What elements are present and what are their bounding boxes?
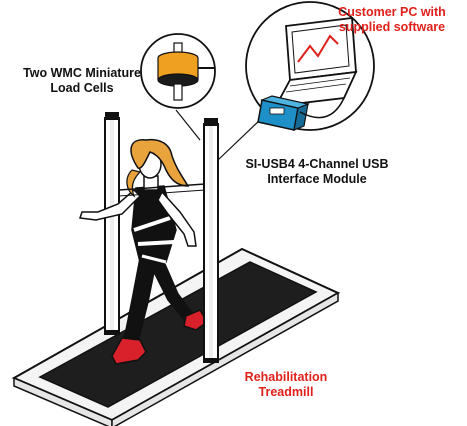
customer-pc-label-line1: Customer PC with xyxy=(338,5,446,19)
treadmill-label: Rehabilitation Treadmill xyxy=(222,370,350,400)
patient-figure xyxy=(78,138,208,365)
pc-callout xyxy=(217,1,375,161)
customer-pc-label: Customer PC with supplied software xyxy=(318,5,466,35)
treadmill xyxy=(11,247,341,426)
load-cell-callout xyxy=(140,33,216,141)
usb-module-label: SI-USB4 4-Channel USB Interface Module xyxy=(232,157,402,187)
left-upright-post xyxy=(104,112,120,335)
right-upright-post xyxy=(203,118,219,363)
customer-pc-label-line2: supplied software xyxy=(338,20,446,34)
load-cells-label-line2: Load Cells xyxy=(50,81,114,95)
load-cells-label-line1: Two WMC Miniature xyxy=(23,66,141,80)
usb-module-label-line1: SI-USB4 4-Channel USB xyxy=(245,157,389,171)
treadmill-label-line1: Rehabilitation xyxy=(244,370,328,384)
treadmill-label-line2: Treadmill xyxy=(258,385,314,399)
usb-module-label-line2: Interface Module xyxy=(267,172,367,186)
harness-rails xyxy=(118,183,206,197)
load-cells-label: Two WMC Miniature Load Cells xyxy=(8,66,156,96)
